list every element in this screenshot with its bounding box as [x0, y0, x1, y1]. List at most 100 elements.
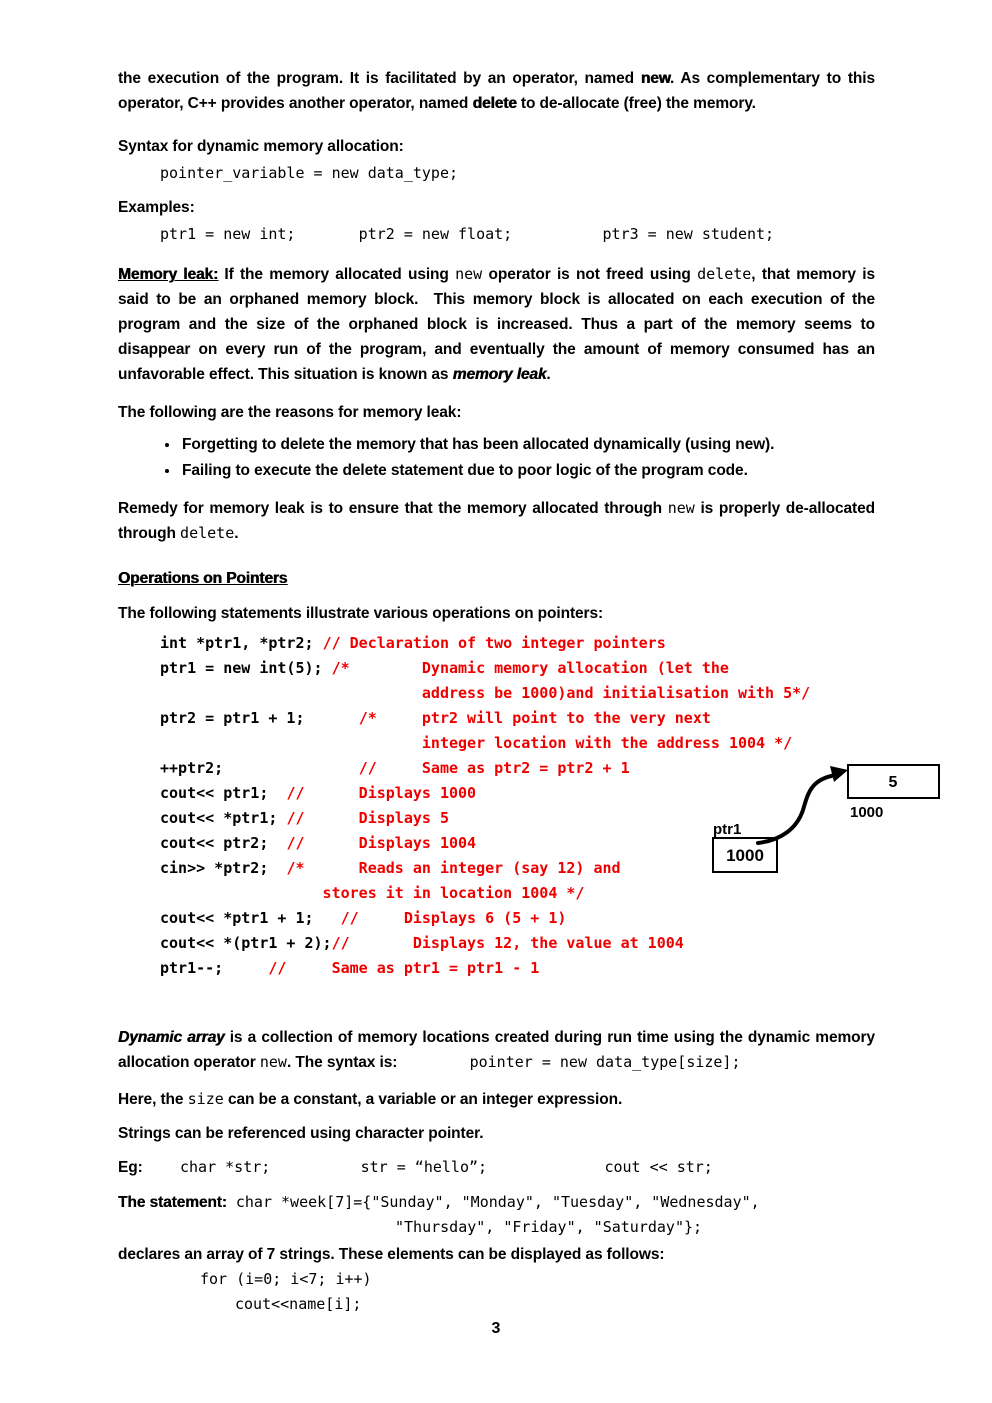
code-comment: address be 1000)and initialisation with …	[160, 684, 811, 702]
week-code-line1: char *week[7]={"Sunday", "Monday", "Tues…	[226, 1193, 760, 1211]
reasons-list: Forgetting to delete the memory that has…	[118, 432, 875, 484]
intro-paragraph: the execution of the program. It is faci…	[118, 66, 875, 116]
text-segment: Remedy for memory leak is to ensure that…	[118, 500, 668, 517]
examples-label: Examples:	[118, 199, 195, 216]
value-address-label: 1000	[850, 804, 883, 821]
code-comment: // Displays 1000	[286, 784, 477, 802]
syntax-code: pointer_variable = new data_type;	[160, 164, 459, 182]
code-comment: // Displays 6 (5 + 1)	[340, 909, 567, 927]
declares-note: declares an array of 7 strings. These el…	[118, 1246, 665, 1263]
text-segment: delete	[697, 265, 752, 283]
text-segment: new	[259, 1053, 287, 1071]
text-segment: If the memory allocated using	[218, 266, 456, 283]
value-box	[847, 764, 940, 799]
code-statement: int *ptr1, *ptr2;	[160, 634, 323, 652]
examples-code: ptr1 = new int; ptr2 = new float; ptr3 =…	[160, 225, 775, 243]
text-segment: new	[455, 265, 483, 283]
ptr1-box-text: 1000	[726, 846, 764, 865]
code-comment: /* Dynamic memory allocation (let the	[331, 659, 729, 677]
ptr1-label: ptr1	[713, 821, 741, 838]
syntax-label: Syntax for dynamic memory allocation:	[118, 138, 404, 155]
code-comment: // Displays 5	[286, 809, 449, 827]
text-segment: .	[546, 366, 551, 383]
code-statement: cout<< ptr2;	[160, 834, 287, 852]
code-statement: ++ptr2;	[160, 759, 359, 777]
list-item: Forgetting to delete the memory that has…	[180, 432, 875, 458]
code-statement: cout<< *ptr1 + 1;	[160, 909, 341, 927]
code-statement: cout<< ptr1;	[160, 784, 287, 802]
code-comment: integer location with the address 1004 *…	[160, 734, 793, 752]
text-segment: Here, the	[118, 1091, 188, 1108]
code-line: stores it in location 1004 */	[118, 881, 875, 906]
value-box-text: 5	[889, 774, 898, 791]
code-line: cout<< ptr1; // Displays 1000	[118, 781, 875, 806]
code-statement: ptr1 = new int(5);	[160, 659, 332, 677]
remedy-paragraph: Remedy for memory leak is to ensure that…	[118, 496, 875, 546]
ptr1-box	[712, 837, 778, 873]
text-segment: is properly de-allocated through	[118, 500, 880, 542]
code-statement: cout<< *(ptr1 + 2);	[160, 934, 332, 952]
statement-line: The statement: char *week[7]={"Sunday", …	[118, 1190, 875, 1215]
code-line: cout<< *ptr1; // Displays 5	[118, 806, 875, 831]
text-segment: Dynamic array	[118, 1029, 225, 1046]
operations-code-block: int *ptr1, *ptr2; // Declaration of two …	[118, 631, 875, 981]
code-statement: cout<< *ptr1;	[160, 809, 287, 827]
operations-intro: The following statements illustrate vari…	[118, 605, 604, 622]
size-note: Here, the size can be a constant, a vari…	[118, 1087, 875, 1112]
code-statement: cin>> *ptr2;	[160, 859, 287, 877]
code-comment: // Displays 1004	[286, 834, 477, 852]
week-code-line2: "Thursday", "Friday", "Saturday"};	[395, 1218, 703, 1236]
code-line: ptr1 = new int(5); /* Dynamic memory all…	[118, 656, 875, 681]
eg-code: char *str; str = “hello”; cout << str;	[180, 1158, 713, 1176]
code-comment: // Declaration of two integer pointers	[322, 634, 666, 652]
text-segment: can be a constant, a variable or an inte…	[223, 1091, 623, 1108]
page-content: the execution of the program. It is faci…	[118, 66, 875, 1317]
strings-note: Strings can be referenced using characte…	[118, 1125, 484, 1142]
statement-label: The statement:	[118, 1194, 227, 1211]
code-statement: ptr2 = ptr1 + 1;	[160, 709, 359, 727]
code-line: integer location with the address 1004 *…	[118, 731, 875, 756]
text-segment: new	[667, 499, 695, 517]
text-segment: memory leak	[452, 366, 547, 383]
code-comment: stores it in location 1004 */	[160, 884, 585, 902]
list-item: Failing to execute the delete statement …	[180, 458, 875, 484]
code-comment: // Displays 12, the value at 1004	[331, 934, 684, 952]
text-segment: new	[640, 70, 670, 87]
code-statement: ptr1--;	[160, 959, 269, 977]
code-line: cin>> *ptr2; /* Reads an integer (say 12…	[118, 856, 875, 881]
code-line: address be 1000)and initialisation with …	[118, 681, 875, 706]
code-comment: // Same as ptr1 = ptr1 - 1	[268, 959, 540, 977]
pointer-arrowhead-icon	[830, 766, 848, 782]
text-segment: delete	[180, 524, 235, 542]
text-segment: is a collection of memory locations crea…	[118, 1029, 880, 1071]
text-segment: to de-allocate (free) the memory.	[516, 95, 756, 112]
text-segment: . As complementary to this operator, C++…	[118, 70, 880, 112]
code-line: cout<< *ptr1 + 1; // Displays 6 (5 + 1)	[118, 906, 875, 931]
code-line: ptr2 = ptr1 + 1; /* ptr2 will point to t…	[118, 706, 875, 731]
section-heading: Operations on Pointers	[118, 570, 288, 587]
text-segment: size	[187, 1090, 224, 1108]
code-comment: // Same as ptr2 = ptr2 + 1	[358, 759, 630, 777]
text-segment: delete	[472, 95, 517, 112]
text-segment: the execution of the program. It is faci…	[118, 70, 641, 87]
code-line: cout<< *(ptr1 + 2);// Displays 12, the v…	[118, 931, 875, 956]
text-segment: , that memory is said to be an orphaned …	[118, 266, 880, 383]
text-segment: pointer = new data_type[size];	[397, 1053, 741, 1071]
text-segment: operator is not freed using	[482, 266, 698, 283]
for-loop-code: for (i=0; i<7; i++)	[200, 1270, 372, 1288]
text-segment: Memory leak:	[118, 266, 219, 283]
code-comment: /* Reads an integer (say 12) and	[286, 859, 621, 877]
code-line: ++ptr2; // Same as ptr2 = ptr2 + 1	[118, 756, 875, 781]
dynamic-array-paragraph: Dynamic array is a collection of memory …	[118, 1025, 875, 1075]
code-comment: /* ptr2 will point to the very next	[358, 709, 711, 727]
text-segment: .	[234, 525, 239, 542]
text-segment: . The syntax is:	[286, 1054, 398, 1071]
pointer-arrow-icon	[756, 773, 838, 845]
code-line: int *ptr1, *ptr2; // Declaration of two …	[118, 631, 875, 656]
eg-label: Eg:	[118, 1159, 143, 1176]
code-line: cout<< ptr2; // Displays 1004	[118, 831, 875, 856]
reasons-label: The following are the reasons for memory…	[118, 404, 462, 421]
page-number: 3	[491, 1320, 501, 1337]
memory-leak-paragraph: Memory leak: If the memory allocated usi…	[118, 262, 875, 387]
